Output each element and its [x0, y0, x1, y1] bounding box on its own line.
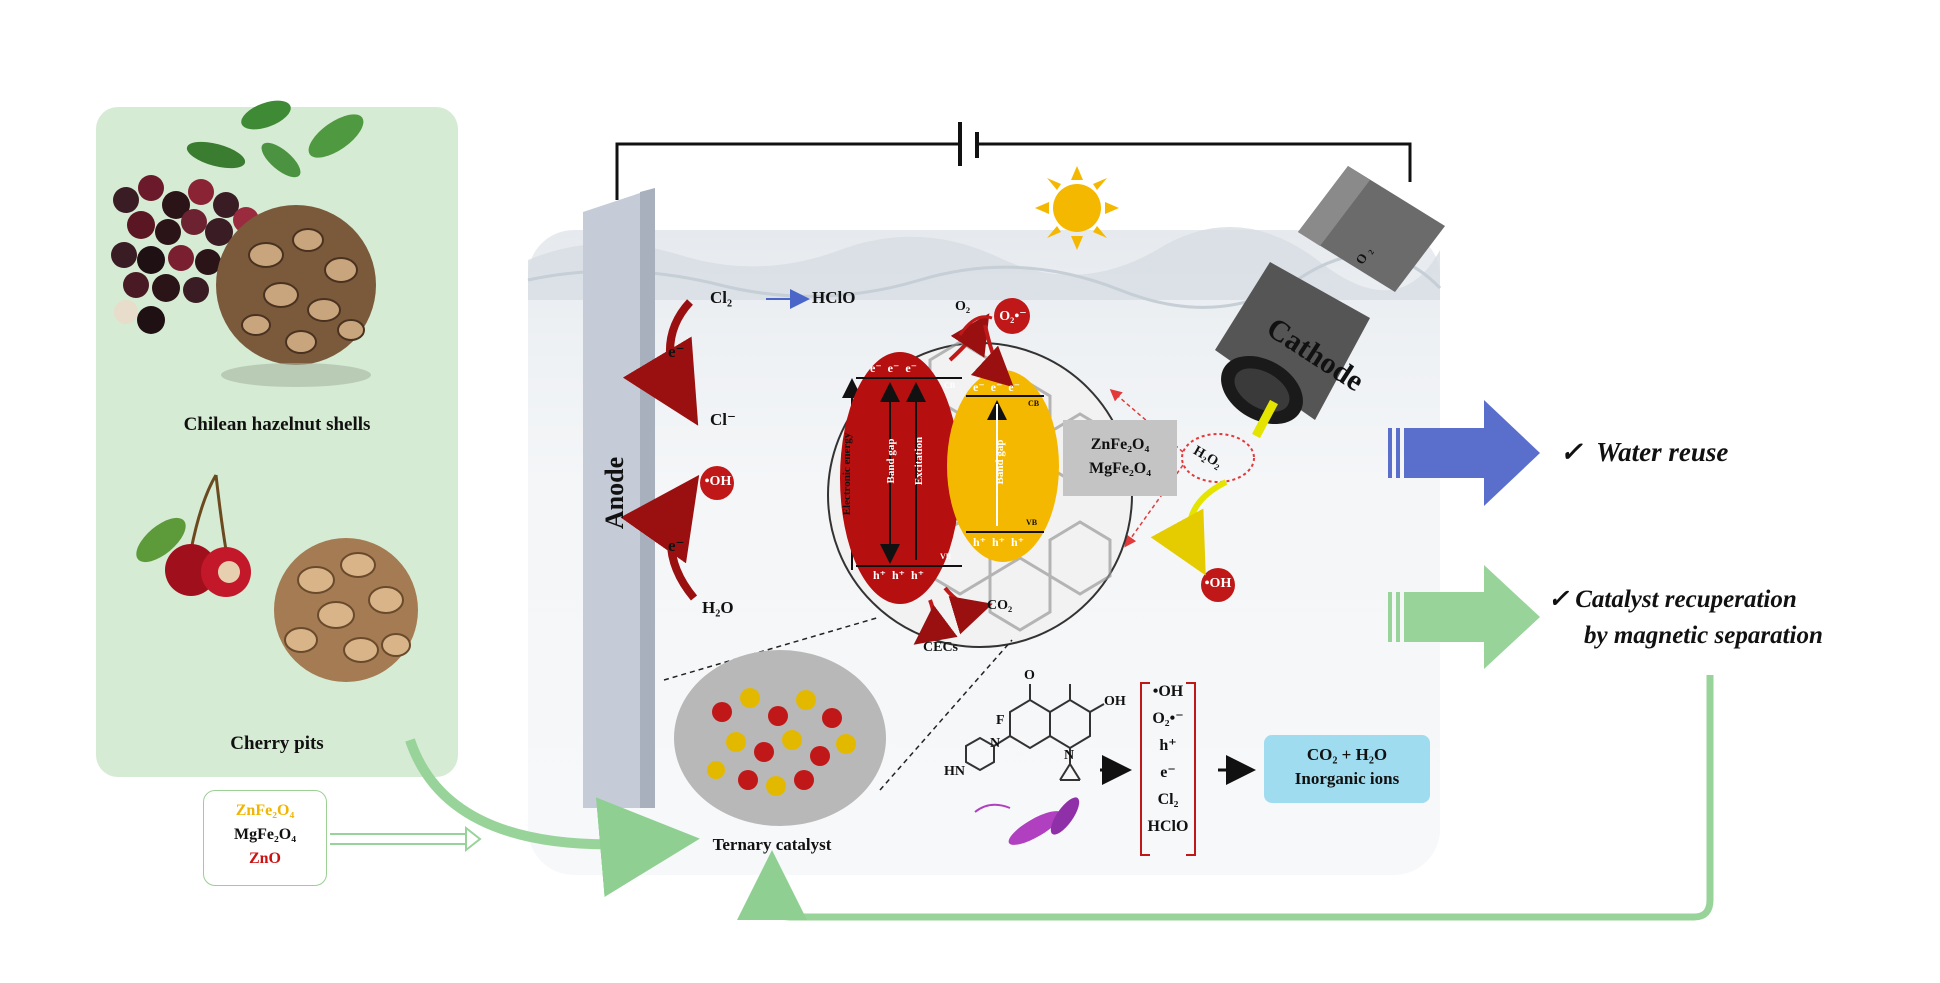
vb-red-label: VB [940, 552, 952, 561]
cathode-icon [1215, 166, 1445, 425]
oh-radical-cathode-icon [1201, 568, 1235, 602]
holes-red-label: h⁺ h⁺ h⁺ [873, 568, 925, 582]
circuit-wire [615, 142, 958, 200]
ternary-catalyst-label: Ternary catalyst [712, 835, 832, 854]
recycle-loop-arrow [737, 675, 1714, 921]
cherry-pits-label: Cherry pits [230, 733, 324, 754]
water-reuse-label: ✓ Water reuse [1560, 437, 1729, 467]
cb-red-label: CB [944, 381, 956, 390]
catalyst-recuperation-label: ✓ Catalyst recuperation [1548, 586, 1797, 613]
oh-radical-anode-icon [700, 466, 734, 500]
species-item: h⁺ [1159, 737, 1177, 754]
h2o2-marker [1181, 433, 1255, 483]
magnetic-separation-label: by magnetic separation [1584, 622, 1823, 649]
products-line-1: CO₂ + H₂O [1306, 745, 1388, 764]
electron-bottom-label: e⁻ [668, 536, 685, 555]
holes-yellow-label: h⁺ h⁺ h⁺ [973, 535, 1025, 549]
znfe2o4-label: ZnFe₂O₄ [235, 802, 295, 819]
leaf-icon [241, 100, 291, 130]
atom-hn-label: HN [944, 764, 965, 779]
mgfe2o4-label: MgFe₂O₄ [233, 826, 296, 843]
cathode-flow [1252, 399, 1278, 439]
atom-o-label: O [1024, 668, 1035, 683]
electrons-yellow-label: e⁻ e⁻ e⁻ [973, 380, 1020, 394]
co2-label: CO₂ [987, 598, 1013, 613]
band-yellow-semiconductor [947, 370, 1059, 562]
species-item: O₂•⁻ [1152, 710, 1184, 727]
species-item: e⁻ [1160, 764, 1176, 781]
species-item: Cl₂ [1157, 791, 1179, 808]
atom-oh-label: OH [1104, 694, 1126, 709]
products-line-2: Inorganic ions [1294, 769, 1400, 788]
reactive-species-list: •OH O₂•⁻ h⁺ e⁻ Cl₂ HClO [1137, 678, 1199, 840]
electrons-red-label: e⁻ e⁻ e⁻ [870, 361, 917, 375]
electronic-energy-label: Electronic energy [841, 432, 853, 516]
species-item: •OH [1152, 683, 1184, 700]
electron-top-label: e⁻ [668, 342, 685, 361]
catalyst-recovery-arrow [1388, 565, 1540, 669]
species-item: HClO [1147, 818, 1189, 835]
band-gap-yellow-label: Band gap [994, 439, 1006, 485]
water-reuse-arrow [1388, 400, 1540, 506]
ferrite-mg-label: MgFe₂O₄ [1088, 460, 1151, 477]
oh-anode-label: •OH [704, 474, 732, 489]
ferrite-zn-label: ZnFe₂O₄ [1090, 436, 1150, 453]
hclo-label: HClO [812, 288, 856, 307]
hazelnut-shells-label: Chilean hazelnut shells [183, 414, 371, 435]
o2-label: O₂ [955, 299, 971, 314]
band-red-semiconductor [840, 352, 960, 604]
products-box: CO₂ + H₂O Inorganic ions [1264, 735, 1430, 803]
bacteria-icon [974, 797, 1080, 845]
o2-radical-label: O₂•⁻ [999, 309, 1027, 324]
excitation-label: Excitation [913, 436, 925, 486]
cecs-label: CECs [923, 640, 959, 655]
leaf-icon [308, 114, 364, 158]
ternary-catalyst-icon [674, 650, 886, 826]
ferrite-box: ZnFe₂O₄ MgFe₂O₄ [1063, 420, 1177, 496]
anode-label: Anode [600, 456, 629, 530]
atom-f-label: F [996, 713, 1005, 728]
hazelnut-berries-icon [111, 175, 259, 334]
sun-icon [1035, 166, 1119, 250]
h2o-label: H₂O [702, 598, 734, 617]
zno-label: ZnO [248, 850, 281, 867]
leaf-icon [186, 141, 246, 169]
cl-minus-label: Cl⁻ [710, 410, 736, 429]
cl2-label: Cl₂ [710, 288, 733, 307]
cb-yellow-label: CB [1028, 399, 1040, 408]
leaf-icon [261, 142, 301, 178]
synthesis-arrow [405, 738, 700, 897]
antibiotic-molecule-icon [965, 684, 1105, 781]
o2-radical-icon [994, 298, 1030, 334]
catalyst-components-box: ZnFe₂O₄ MgFe₂O₄ ZnO [203, 790, 327, 886]
cherry-icon [136, 474, 251, 597]
atom-n2-label: N [990, 736, 1001, 751]
check-icon: ✓ [1548, 586, 1569, 613]
atom-n1-label: N [1064, 748, 1075, 763]
biomass-illustrations [111, 100, 418, 682]
vb-yellow-label: VB [1026, 518, 1038, 527]
water-surface [528, 227, 1440, 300]
band-gap-red-label: Band gap [885, 438, 897, 484]
check-icon: ✓ [1560, 437, 1583, 467]
oh-cathode-label: •OH [1204, 576, 1232, 591]
catalyst-particles [707, 688, 856, 796]
